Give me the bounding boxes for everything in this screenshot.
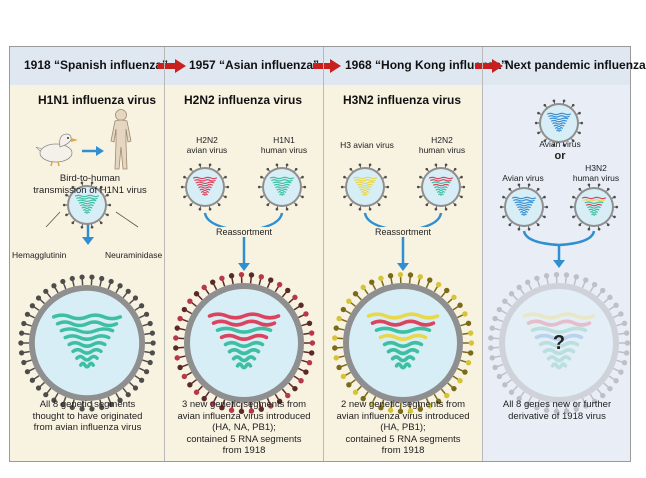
reassortment-arrows [363,212,443,265]
reassortment-label: Reassortment [206,227,282,237]
reassortment-label: Reassortment [365,227,441,237]
column-divider [164,47,165,461]
virus-particle-icon [340,163,390,211]
transmission-label: Bird-to-human transmission of H1N1 virus [33,173,147,196]
arrow-down-icon [397,263,409,271]
pandemic-next-label: Next pandemic influenza [505,58,646,72]
source-label-top: Avian virus [539,139,581,149]
hemagglutinin-label: Hemagglutinin [12,250,67,260]
neuraminidase-label: Neuraminidase [105,250,163,260]
arrow-right-icon [475,59,503,73]
virus-particle-icon [569,183,619,231]
source-label-left: Avian virus [502,173,544,183]
source-label-right: H2N2 human virus [418,135,466,155]
virus-title-h1n1: H1N1 influenza virus [38,93,157,107]
arrow-down-icon [553,260,565,268]
virus-particle-icon [488,271,631,415]
diagram-graphics: ? [18,99,631,415]
virus-particle-icon [416,163,466,211]
caption-1918: All 8 genetic segments thought to have o… [32,399,143,433]
virus-title-h3n2: H3N2 influenza virus [343,93,462,107]
virus-particle-icon [332,271,475,415]
virus-particle-icon [257,163,307,211]
duck-icon [35,133,78,167]
human-figure-icon [110,109,132,170]
caption-1968: 2 new genetic segments from avian influe… [336,399,470,456]
virus-particle-icon [62,181,112,229]
panel-next [483,85,630,461]
arrow-right-icon [82,146,104,156]
arrow-down-icon [238,263,250,271]
source-label-left: H3 avian virus [340,140,394,150]
question-mark-icon: ? [553,332,565,354]
virus-title-h2n2: H2N2 influenza virus [184,93,303,107]
or-label: or [554,150,566,162]
pandemic-1968-label: 1968 “Hong Kong influenza” [345,58,508,72]
virus-particle-icon [534,99,584,147]
arrow-right-icon [158,59,186,73]
reassortment-arrows [203,212,284,265]
caption-next: All 8 genes new or further derivative of… [502,399,612,422]
leader-line [45,211,61,228]
diagram-frame: 1918 “Spanish influenza” 1957 “Asian inf… [9,46,646,462]
virus-particle-icon [18,274,156,412]
source-label-right: H1N1 human virus [260,135,308,155]
arrow-right-icon [313,59,341,73]
virus-particle-icon [173,271,316,415]
reassortment-arrows [522,230,596,261]
source-label-left: H2N2 avian virus [186,135,228,155]
virus-particle-icon [499,183,549,231]
leader-line [115,211,139,228]
virus-particle-icon [180,163,230,211]
caption-1957: 3 new genetic segments from avian influe… [177,399,311,456]
timeline-header: 1918 “Spanish influenza” 1957 “Asian inf… [10,47,646,86]
source-label-right: H3N2 human virus [572,163,620,183]
column-divider [482,47,483,461]
pandemic-1957-label: 1957 “Asian influenza” [189,58,320,72]
arrow-down-icon [82,237,94,245]
pandemic-1918-label: 1918 “Spanish influenza” [24,58,169,72]
column-divider [323,47,324,461]
